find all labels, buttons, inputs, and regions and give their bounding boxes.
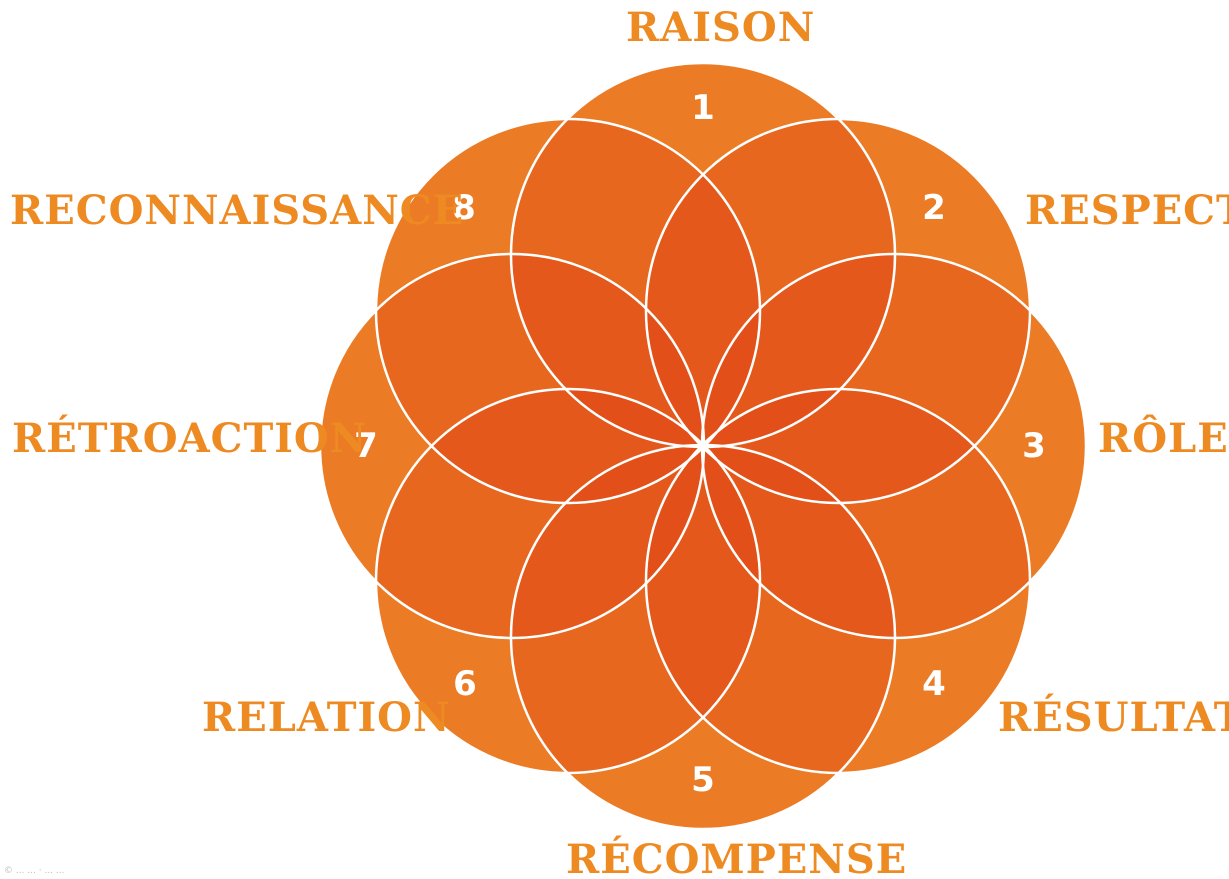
circle-shade-1 <box>511 63 895 447</box>
label-raison: RAISON <box>626 4 816 51</box>
label-retroaction: RÉTROACTION <box>12 415 368 462</box>
circle-numbers: 1 2 3 4 5 6 7 8 <box>354 88 1046 800</box>
label-resultats: RÉSULTATS <box>998 694 1229 741</box>
copyright-text: © ... ... · ... ... <box>4 866 65 876</box>
circle-number-3: 3 <box>1022 426 1046 466</box>
circle-number-6: 6 <box>453 664 477 704</box>
circle-number-7: 7 <box>354 426 378 466</box>
circle-shade-6 <box>376 389 760 773</box>
circle-fill-8 <box>376 119 760 503</box>
label-reconnaissance: RECONNAISSANCE <box>10 187 465 234</box>
circle-number-1: 1 <box>691 88 715 128</box>
label-role: RÔLE <box>1098 415 1229 462</box>
circle-shade-5 <box>511 445 895 829</box>
circle-shade-8 <box>376 119 760 503</box>
circle-number-8: 8 <box>452 188 476 228</box>
circle-shade-4 <box>646 389 1030 773</box>
circle-number-2: 2 <box>922 188 946 228</box>
circle-number-4: 4 <box>922 664 946 704</box>
circle-fills <box>320 63 1086 829</box>
circle-shade-7 <box>320 254 704 638</box>
label-relation: RELATION <box>202 694 451 741</box>
circle-number-5: 5 <box>691 760 715 800</box>
label-recompense: RÉCOMPENSE <box>566 836 908 879</box>
circle-outlines <box>318 61 1088 831</box>
circle-shade-2 <box>646 119 1030 503</box>
label-respect: RESPECT <box>1025 187 1229 234</box>
center-point <box>698 441 708 451</box>
circle-shade-3 <box>702 254 1086 638</box>
circle-outline-8 <box>374 117 762 505</box>
